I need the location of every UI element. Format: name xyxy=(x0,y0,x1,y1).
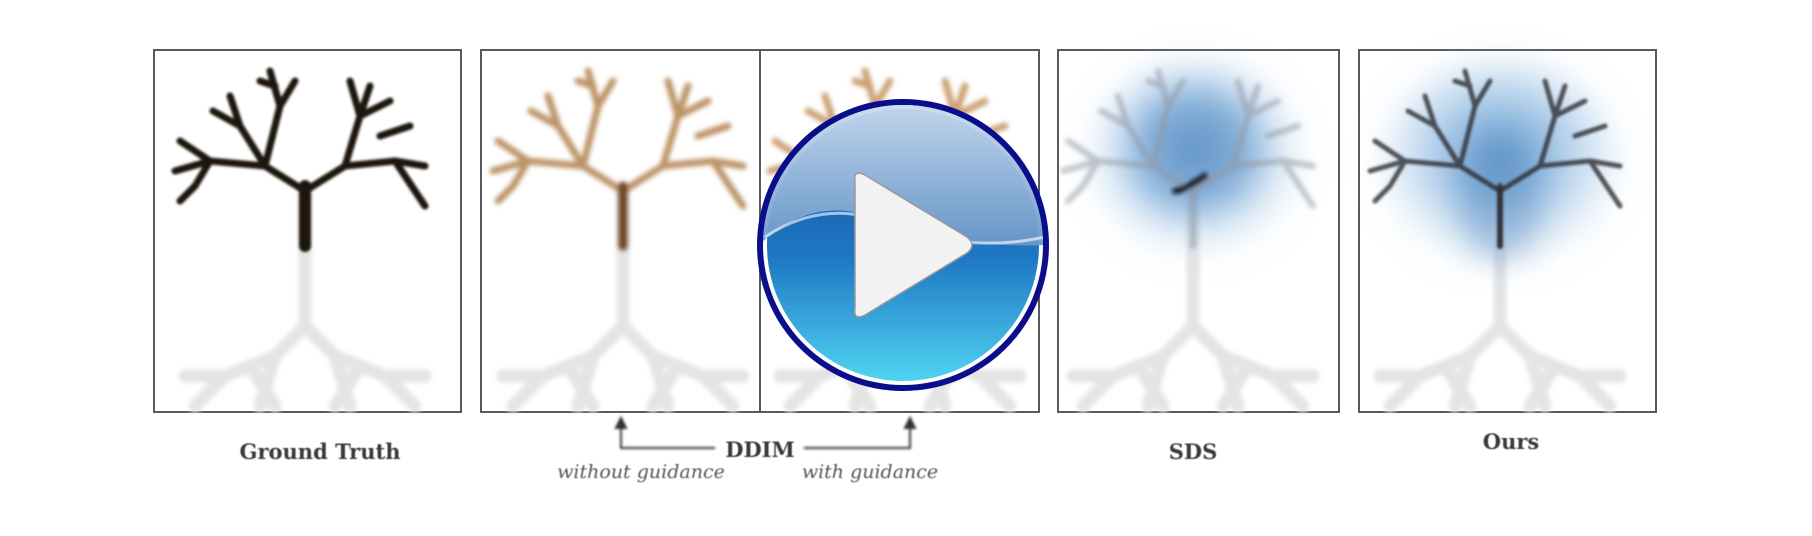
label-without-guidance: without guidance xyxy=(557,461,725,483)
label-ddim: DDIM xyxy=(725,437,795,462)
play-icon[interactable] xyxy=(755,97,1051,393)
play-button[interactable] xyxy=(755,97,1051,393)
tree-sds xyxy=(1063,71,1313,246)
tree-ground-truth xyxy=(175,71,425,252)
label-with-guidance: with guidance xyxy=(801,461,939,483)
ddim-bracket xyxy=(614,415,917,449)
tree-ddim-without-guidance xyxy=(493,71,743,251)
panel-ground-truth xyxy=(153,49,462,413)
panel-ours xyxy=(1358,49,1657,413)
label-ours: Ours xyxy=(1482,429,1540,454)
label-ground-truth: Ground Truth xyxy=(239,439,401,464)
tree-ours xyxy=(1370,71,1620,249)
panel-sds xyxy=(1057,49,1340,413)
label-sds: SDS xyxy=(1168,439,1218,464)
